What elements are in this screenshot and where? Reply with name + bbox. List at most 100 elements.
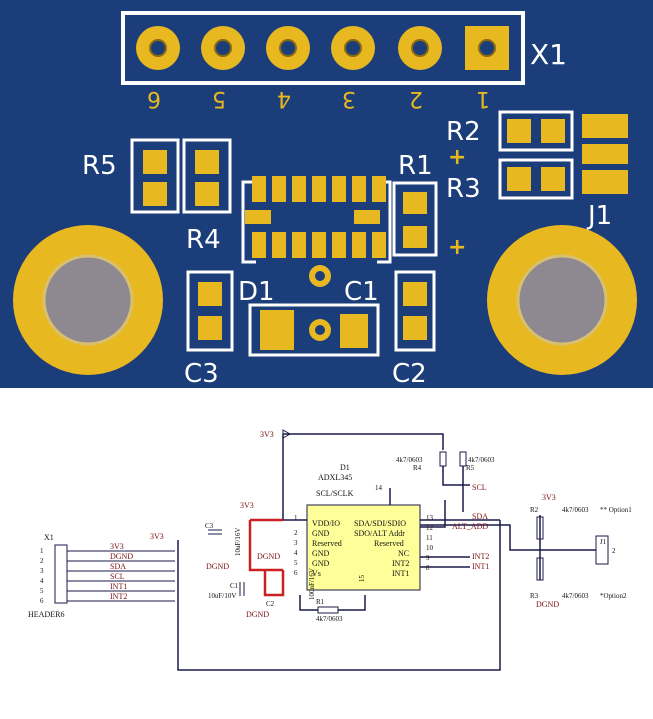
header-net-sda: SDA <box>110 562 126 571</box>
chip-right-pin-13-num: 13 <box>426 514 434 522</box>
header-pin-1: 1 <box>40 547 44 555</box>
c3-gnd-label: DGND <box>206 562 229 571</box>
header-net-dgnd: DGND <box>110 552 133 561</box>
x1-pin-label-3: 3 <box>342 86 356 111</box>
c1-ref-label-sch: C1 <box>230 582 239 590</box>
j1-ref-label: J1 <box>586 201 612 231</box>
j1-ref-label-sch: J1 <box>600 538 607 546</box>
schematic-r2: 3V3 R2 4k7/0603 ** Option1 <box>530 493 632 540</box>
capacitor-c1: C1 <box>248 277 380 357</box>
chip-right-pin-9-name: INT2 <box>392 559 409 568</box>
chip-left-pin-5-num: 5 <box>294 559 298 567</box>
schematic-c2: C2 100nF/16V DGND <box>246 568 316 619</box>
chip-right-pin-13-name: SDA/SDI/SDIO <box>354 519 406 528</box>
r1-ref-label: R1 <box>398 151 433 181</box>
chip-right-pin-8-name: INT1 <box>392 569 409 578</box>
x1-pin-label-6: 6 <box>147 86 161 111</box>
d1-ref-label: D1 <box>238 277 275 307</box>
chip-right-pin-12-num: 12 <box>426 524 434 532</box>
header-net-int1: INT1 <box>110 582 127 591</box>
chip-left-pin-4-num: 4 <box>294 549 298 557</box>
header-part-label: HEADER6 <box>28 610 64 619</box>
x1-pad-4 <box>266 26 310 70</box>
net-label-scl: SCL <box>472 483 487 492</box>
r2-note-label: ** Option1 <box>600 506 632 514</box>
header-pin-2: 2 <box>40 557 44 565</box>
schematic-j1: J1 2 <box>595 535 616 565</box>
r3-value-label: 4k7/0603 <box>562 592 589 600</box>
r4-ref-label: R4 <box>186 225 221 255</box>
x1-pad-2 <box>398 26 442 70</box>
net-label-int1: INT1 <box>472 562 489 571</box>
chip-right-pin-9-num: 9 <box>426 554 430 562</box>
schematic-c3: C3 10uF/16V DGND <box>205 522 242 571</box>
mounting-hole-right <box>487 225 637 375</box>
r1-ref-label-sch: R1 <box>316 598 325 606</box>
r2-ref-label-sch: R2 <box>530 506 539 514</box>
x1-silk-outline <box>121 11 525 85</box>
chip-part-label: ADXL345 <box>318 473 352 482</box>
chip-right-pin-8-num: 8 <box>426 564 430 572</box>
r2-3v3-label: 3V3 <box>542 493 556 502</box>
r5-ref-label: R5 <box>82 151 117 181</box>
net-label-sda: SDA <box>472 512 488 521</box>
header-pin-5: 5 <box>40 587 44 595</box>
connector-x1: X1 6 5 4 3 2 1 <box>121 11 567 111</box>
x1-pad-5 <box>201 26 245 70</box>
r2-ref-label: R2 <box>446 117 481 147</box>
c2-ref-label: C2 <box>392 359 427 388</box>
jumper-j1: J1 <box>582 114 628 231</box>
header-ref-label: X1 <box>44 533 54 542</box>
chip-right-pin-11-num: 11 <box>426 534 433 542</box>
r4-value-label: 4k7/0603 <box>396 456 423 464</box>
schematic-chip-d1: D1 ADXL345 SCL/SCLK 14 VDD/IO GND Reserv… <box>294 463 434 591</box>
resistor-r4: R4 <box>182 138 232 255</box>
header-3v3-flag: 3V3 <box>150 532 164 541</box>
ic-d1-footprint: D1 <box>238 176 392 307</box>
r1-value-label: 4k7/0603 <box>316 615 343 623</box>
x1-pin-label-4: 4 <box>277 86 291 111</box>
c1-ref-label: C1 <box>344 277 379 307</box>
c3-ref-label-sch: C3 <box>205 522 214 530</box>
plus-marker-r2: + <box>448 145 466 170</box>
r2-value-label: 4k7/0603 <box>562 506 589 514</box>
plus-marker-r1: + <box>448 235 466 260</box>
chip-right-pin-12-name: SDO/ALT Addr <box>354 529 405 538</box>
schematic-r1: R1 4k7/0603 <box>316 598 343 623</box>
chip-right-pin-10-num: 10 <box>426 544 434 552</box>
r3-note-label: *Option2 <box>600 592 627 600</box>
resistor-r3: R3 <box>446 158 574 204</box>
r5-ref-label-sch: R5 <box>466 464 475 472</box>
power-3v3-top: 3V3 <box>260 429 292 439</box>
resistor-r5: R5 <box>82 138 180 214</box>
pcb-layout-view: X1 6 5 4 3 2 1 R2 R3 + J1 R5 R4 <box>0 0 653 388</box>
header-pin-3: 3 <box>40 567 44 575</box>
capacitor-c3: C3 <box>184 270 234 388</box>
c2-gnd-label: DGND <box>246 610 269 619</box>
c2-ref-label-sch: C2 <box>266 600 275 608</box>
chip-left-pin-1-num: 1 <box>294 514 298 522</box>
schematic-view: 3V3 X1 1 2 3 4 5 6 3V3 DGND SDA SCL INT1… <box>0 388 653 719</box>
j1-pin-2: 2 <box>612 547 616 555</box>
chip-top-pin-label: SCL/SCLK <box>316 489 354 498</box>
r4-ref-label-sch: R4 <box>413 464 422 472</box>
chip-left-pin-3-num: 3 <box>294 539 298 547</box>
schematic-wires <box>177 433 596 671</box>
chip-right-pin-10-name: NC <box>398 549 409 558</box>
x1-pad-6 <box>136 26 180 70</box>
schematic-r5: 4k7/0603 R5 <box>459 451 495 472</box>
header-net-int2: INT2 <box>110 592 127 601</box>
x1-pin-label-1: 1 <box>476 86 490 111</box>
c2-value-label: 100nF/16V <box>308 568 316 600</box>
chip-bottom-pin-num: 15 <box>358 575 366 583</box>
chip-left-pin-2-name: GND <box>312 529 330 538</box>
chip-left-pin-2-num: 2 <box>294 529 298 537</box>
x1-pad-3 <box>331 26 375 70</box>
chip-gnd-label: DGND <box>257 552 280 561</box>
net-label-alt-add: ALT_ADD <box>452 522 488 531</box>
chip-3v3-flag: 3V3 <box>240 501 254 510</box>
capacitor-c2: C2 <box>392 270 436 388</box>
schematic-c1: C1 10uF/10V <box>208 582 245 600</box>
chip-left-pin-6-num: 6 <box>294 569 298 577</box>
chip-ref-label: D1 <box>340 463 350 472</box>
